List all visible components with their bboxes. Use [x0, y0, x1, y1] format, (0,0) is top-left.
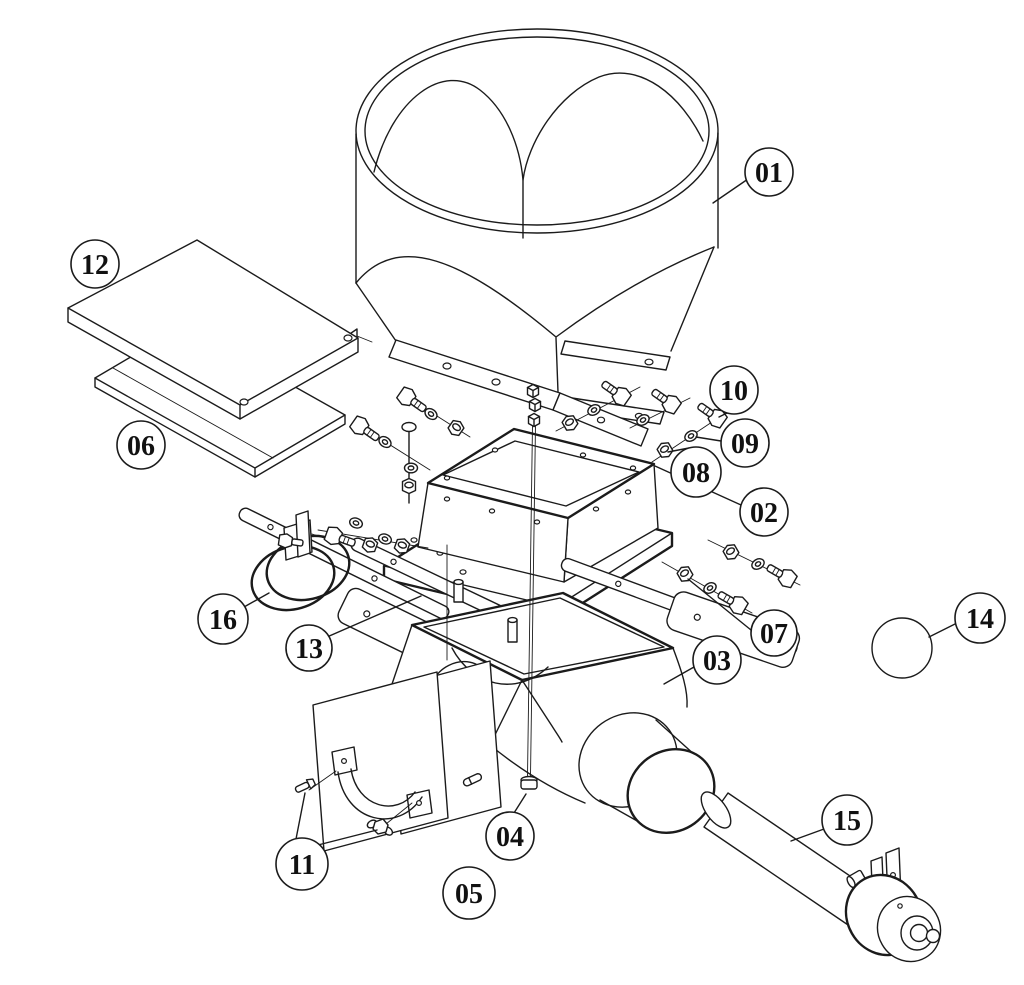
- spinner-tube-part: [700, 791, 942, 963]
- callout-circle: [692, 635, 742, 685]
- callout-circle: [670, 446, 722, 498]
- callout-circle: [744, 147, 794, 197]
- callout-leader: [317, 829, 378, 846]
- hopper-part: [340, 28, 719, 447]
- callout-leader: [928, 623, 956, 638]
- callout-07: 07: [687, 578, 798, 657]
- callout-08: 08: [667, 446, 722, 498]
- callout-number: 13: [295, 634, 323, 665]
- disc-part: [871, 617, 933, 679]
- callout-leader: [687, 578, 752, 631]
- callout-15: 15: [790, 794, 873, 846]
- callout-13: 13: [285, 595, 422, 672]
- callout-circle: [197, 593, 249, 645]
- callout-circle: [821, 794, 873, 846]
- callout-09: 09: [695, 418, 770, 468]
- callout-05: 05: [442, 866, 496, 920]
- callout-number: 11: [289, 850, 315, 881]
- callout-leader: [326, 595, 422, 638]
- gate-plates-part: [294, 660, 502, 852]
- callout-03: 03: [663, 635, 742, 685]
- stud: [462, 773, 483, 787]
- callout-circle: [739, 487, 789, 537]
- callout-circle: [70, 239, 120, 289]
- fasteners: [322, 375, 800, 790]
- clamp-bolt: [277, 533, 304, 549]
- gate-bolt: [294, 778, 317, 793]
- long-bolt: [520, 383, 542, 790]
- callout-16: 16: [197, 592, 270, 645]
- callout-number: 14: [966, 604, 994, 635]
- callout-circle: [285, 624, 333, 672]
- callout-02: 02: [654, 465, 789, 537]
- callout-number: 15: [833, 806, 861, 837]
- callout-11: 11: [275, 792, 378, 891]
- lid-part: [67, 239, 359, 420]
- callout-14: 14: [928, 592, 1006, 644]
- carriage-bolt: [401, 421, 419, 504]
- spacer: [453, 578, 518, 643]
- callout-number: 02: [750, 498, 778, 529]
- callout-04: 04: [485, 793, 535, 861]
- callout-circle: [116, 420, 166, 470]
- callout-circle: [485, 811, 535, 861]
- callout-circle: [954, 592, 1006, 644]
- callout-leader: [663, 666, 695, 685]
- band-clamp-part: [250, 510, 351, 612]
- callout-06: 06: [116, 420, 166, 470]
- callout-number: 10: [720, 376, 748, 407]
- callout-12: 12: [70, 239, 120, 289]
- callout-layer: 01 02 03 04 05 06 07 08 09 10 11 12 13 14 15 16: [70, 147, 1006, 920]
- callout-01: 01: [712, 147, 794, 204]
- callout-number: 16: [209, 605, 237, 636]
- callout-leader: [712, 178, 749, 204]
- callout-10: 10: [709, 365, 759, 418]
- callout-number: 09: [731, 429, 759, 460]
- callout-leader: [695, 436, 722, 442]
- callout-leader: [295, 792, 306, 840]
- callout-number: 03: [703, 646, 731, 677]
- callout-leader: [718, 412, 728, 418]
- callout-leader: [513, 793, 527, 814]
- callout-number: 08: [682, 458, 710, 489]
- callout-leader: [243, 592, 270, 608]
- callout-circle: [709, 365, 759, 415]
- callout-circle: [442, 866, 496, 920]
- callout-number: 06: [127, 431, 155, 462]
- callout-circle: [275, 837, 329, 891]
- callout-number: 04: [496, 822, 524, 853]
- callout-leader: [790, 828, 825, 842]
- callout-number: 01: [755, 158, 783, 189]
- callout-number: 05: [455, 879, 483, 910]
- callout-number: 07: [760, 619, 788, 650]
- callout-circle: [750, 609, 798, 657]
- callout-circle: [720, 418, 770, 468]
- callout-number: 12: [81, 250, 109, 281]
